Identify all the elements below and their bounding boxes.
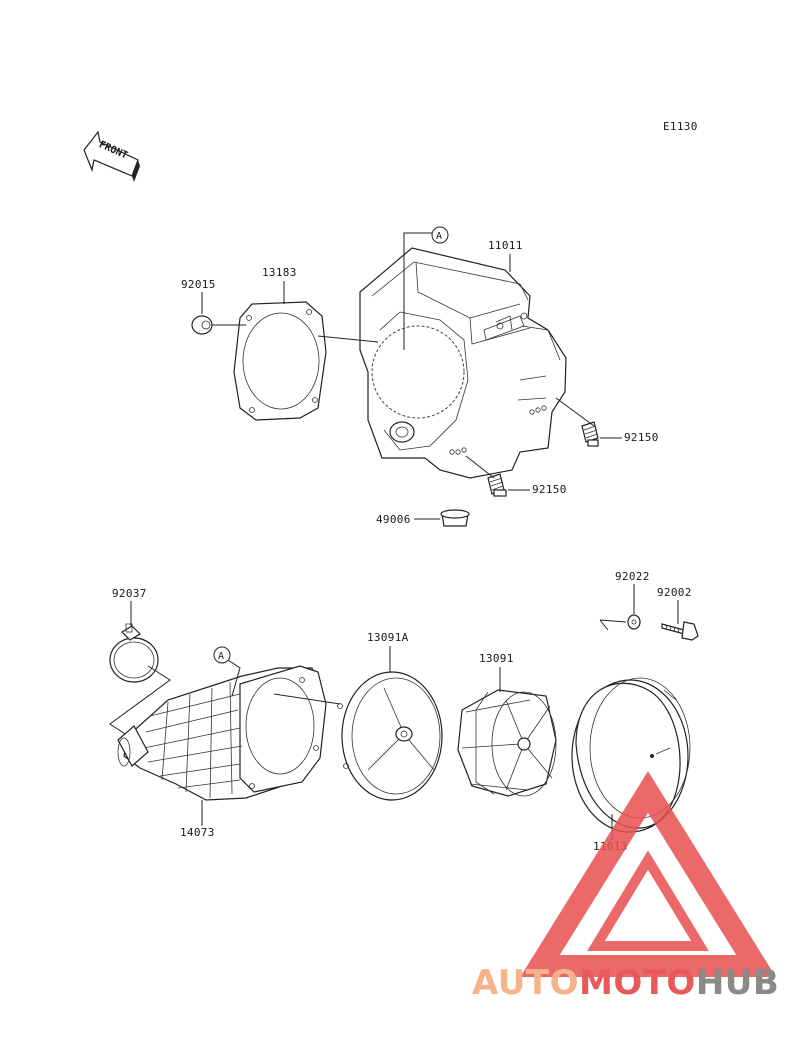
cap-49006 [440, 509, 470, 527]
ref-marker-lower: A [213, 646, 241, 697]
washer-92022 [627, 614, 641, 630]
air-box-housing [359, 247, 567, 479]
diagram-code: E1130 [663, 120, 698, 133]
watermark-triangle-icon [520, 771, 776, 977]
part-label-92002: 92002 [657, 586, 692, 599]
part-label-92015: 92015 [181, 278, 216, 291]
part-label-14073: 14073 [180, 826, 215, 839]
watermark-text: AUTOMOTOHUB [472, 963, 779, 1003]
part-label-11011: 11011 [488, 239, 523, 252]
wing-bolt-92002 [661, 621, 699, 641]
part-label-13091: 13091 [479, 652, 514, 665]
part-label-92150-right: 92150 [624, 431, 659, 444]
part-label-92037: 92037 [112, 587, 147, 600]
grommet-92015 [191, 315, 213, 335]
watermark-moto: MOTO [579, 963, 696, 1003]
ref-marker-upper-label: A [436, 231, 442, 242]
front-arrow-icon: FRONT [83, 130, 140, 182]
bolt-92150-right [581, 421, 599, 447]
part-label-92150-lower: 92150 [532, 483, 567, 496]
part-label-13091A: 13091A [367, 631, 409, 644]
gasket-13183 [233, 301, 327, 421]
watermark-logo [520, 771, 776, 977]
ref-marker-upper: A [403, 226, 449, 350]
watermark-auto: AUTO [472, 963, 579, 1003]
watermark-hub: HUB [696, 963, 779, 1003]
intake-duct-14073 [117, 665, 327, 801]
part-label-13183: 13183 [262, 266, 297, 279]
ref-marker-lower-label: A [218, 651, 224, 662]
element-holder-13091A [337, 671, 443, 801]
element-frame-13091 [457, 689, 557, 797]
clamp-92037 [109, 623, 159, 683]
bolt-92150-lower [487, 473, 507, 497]
part-label-49006: 49006 [376, 513, 411, 526]
part-label-92022: 92022 [615, 570, 650, 583]
